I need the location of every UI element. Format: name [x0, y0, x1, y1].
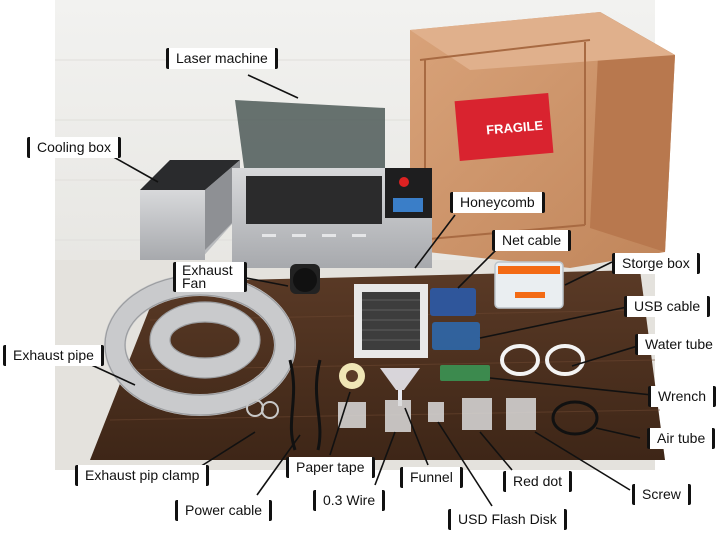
leader-lines [84, 74, 653, 507]
label-net-cable: Net cable [492, 230, 572, 251]
label-wrench: Wrench [648, 386, 716, 407]
usb-cable [432, 322, 480, 350]
cooling-box [140, 160, 240, 260]
storage-box [494, 261, 564, 309]
exhaust-fan [290, 264, 320, 294]
fragile-text: FRAGILE [486, 118, 544, 138]
label-power-cable: Power cable [175, 500, 273, 521]
honeycomb-panel [354, 284, 428, 358]
power-cables [288, 359, 322, 451]
label-red-dot: Red dot [503, 471, 573, 492]
wooden-crate: FRAGILE [410, 12, 675, 268]
label-paper-tape: Paper tape [286, 457, 375, 478]
label-honeycomb: Honeycomb [450, 192, 545, 213]
label-exhaust-fan: Exhaust Fan [173, 262, 247, 292]
label-usb-cable: USB cable [624, 296, 711, 317]
fragile-sticker [454, 93, 554, 161]
label-air-tube: Air tube [647, 428, 716, 449]
wrench [440, 365, 490, 381]
label-0-3-wire: 0.3 Wire [313, 490, 386, 511]
net-cable [430, 288, 476, 316]
water-tube [500, 344, 585, 376]
label-water-tube: Water tube [635, 334, 720, 355]
label-usd-flash-disk: USD Flash Disk [448, 509, 567, 530]
label-screw: Screw [632, 484, 691, 505]
clamps [246, 399, 279, 419]
label-exhaust-pipe: Exhaust pipe [3, 345, 104, 366]
label-funnel: Funnel [400, 467, 463, 488]
laser-machine [232, 100, 432, 268]
label-storge-box: Storge box [612, 253, 700, 274]
label-exhaust-pip-clamp: Exhaust pip clamp [75, 465, 210, 486]
paper-tape [339, 363, 365, 389]
air-tube [551, 400, 599, 436]
funnel [380, 368, 420, 406]
label-laser-machine: Laser machine [166, 48, 278, 69]
label-cooling-box: Cooling box [27, 137, 121, 158]
